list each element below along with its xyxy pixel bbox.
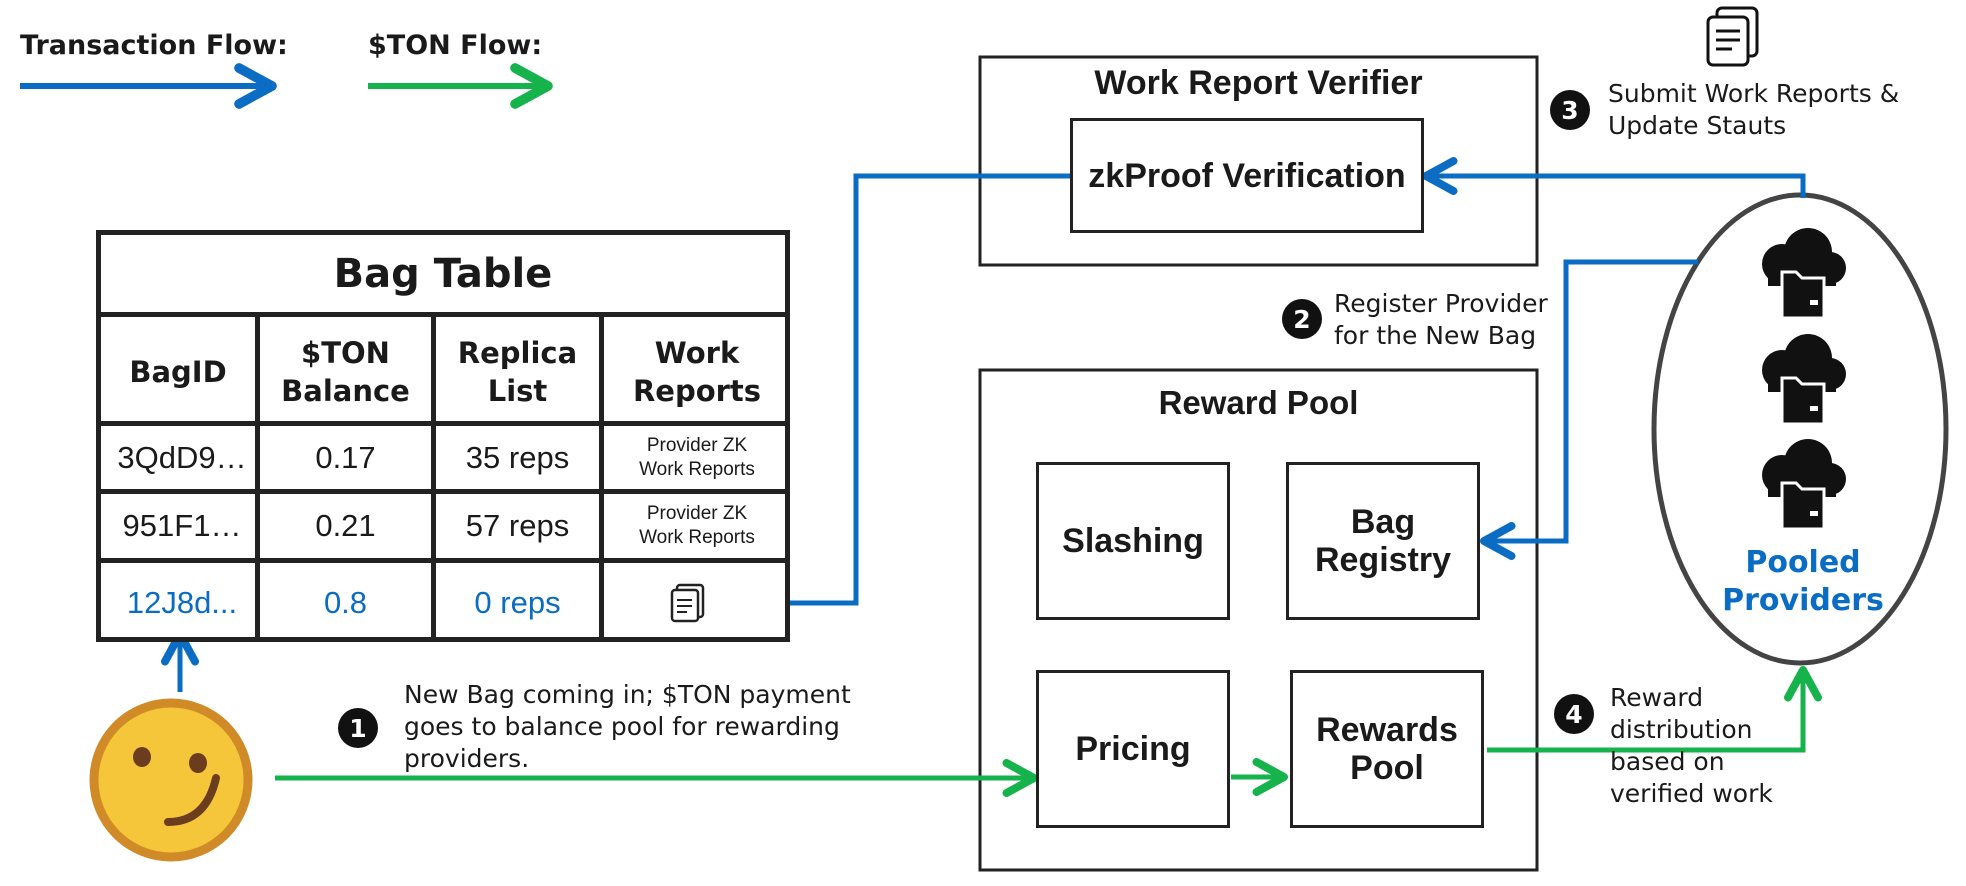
table-row-3-balance: 0.8 <box>323 584 368 620</box>
table-row-2-replicas: 57 reps <box>465 508 570 543</box>
step-4-badge: 4 <box>1554 694 1594 734</box>
rewards-pool-box: Rewards Pool <box>1290 670 1484 828</box>
header-bagid: BagID <box>129 354 227 389</box>
table-row-3-reports <box>604 563 790 642</box>
pooled-providers-ellipse <box>1651 192 1949 666</box>
step-2-badge: 2 <box>1282 299 1322 339</box>
bag-table-title: Bag Table <box>101 235 785 317</box>
bag-table: Bag Table BagID $TON Balance Replica Lis… <box>96 230 790 642</box>
row-divider <box>101 489 785 494</box>
work-report-verifier-title: Work Report Verifier <box>1094 64 1423 102</box>
step-1-badge: 1 <box>338 708 378 748</box>
bag-registry-box: Bag Registry <box>1286 462 1480 620</box>
table-row-3-bagid: 12J8d... <box>126 584 238 620</box>
reward-pool-title: Reward Pool <box>1158 384 1359 421</box>
zkproof-verification-box: zkProof Verification <box>1070 118 1424 233</box>
register-provider-connector <box>1480 259 1698 560</box>
cloud-folder-icon <box>1762 439 1846 531</box>
table-row-2-reports: Provider ZK Work Reports <box>639 503 755 548</box>
table-row-1-balance: 0.17 <box>315 439 376 475</box>
header-work-reports: Work Reports <box>632 335 762 408</box>
table-row-1-replicas: 35 reps <box>465 439 570 475</box>
row-divider <box>101 421 785 426</box>
reward-pool-box <box>978 368 1539 872</box>
header-balance: $TON Balance <box>281 335 410 408</box>
table-row-1-reports: Provider ZK Work Reports <box>639 434 755 480</box>
cloud-folder-icon <box>1762 228 1846 320</box>
step-3-badge: 3 <box>1550 90 1590 130</box>
document-icon <box>1706 6 1759 67</box>
table-row-3-replicas: 0 reps <box>474 584 561 620</box>
document-icon <box>670 583 705 622</box>
reward-distribution-connector <box>1487 666 1822 753</box>
column-divider <box>255 317 260 637</box>
step-1-text: New Bag coming in; $TON payment goes to … <box>404 680 851 773</box>
pooled-providers-label: Pooled Providers <box>1722 545 1884 618</box>
table-row-2-balance: 0.21 <box>315 508 376 543</box>
column-divider <box>599 317 604 637</box>
submit-reports-connector <box>1422 157 1806 198</box>
table-row-2-bagid: 951F1… <box>122 508 242 543</box>
step-4-text: Reward distribution based on verified wo… <box>1610 683 1773 808</box>
smiley-face-icon <box>89 698 253 862</box>
row-divider <box>101 558 785 563</box>
table-row-1-bagid: 3QdD9… <box>117 439 247 475</box>
header-replica-list: Replica List <box>457 335 578 408</box>
legend-ton-label: $TON Flow: <box>368 30 543 61</box>
cloud-folder-icon <box>1762 334 1846 426</box>
legend-transaction-label: Transaction Flow: <box>20 30 288 61</box>
slashing-box: Slashing <box>1036 462 1230 620</box>
work-report-verifier-box <box>978 55 1539 267</box>
step-2-text: Register Provider for the New Bag <box>1334 289 1548 350</box>
pricing-box: Pricing <box>1036 670 1230 828</box>
column-divider <box>431 317 436 637</box>
step-3-text: Submit Work Reports & Update Stauts <box>1608 79 1900 140</box>
